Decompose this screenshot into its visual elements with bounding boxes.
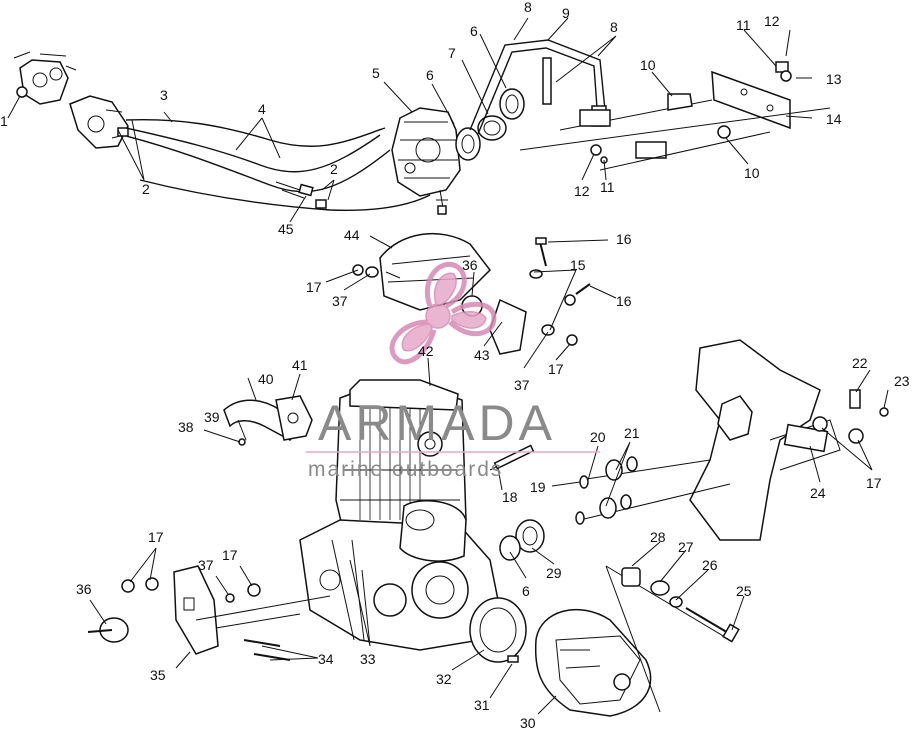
callout-3: 3	[160, 87, 168, 103]
callout-45: 45	[278, 221, 294, 237]
callout-19: 19	[530, 479, 546, 495]
engine-mounts	[489, 444, 731, 525]
callout-8: 8	[524, 0, 532, 15]
callout-15: 15	[570, 257, 586, 273]
callout-16: 16	[616, 231, 632, 247]
callout-10: 10	[744, 165, 760, 181]
callout-17: 17	[306, 279, 322, 295]
callout-39: 39	[204, 409, 220, 425]
callout-27: 27	[678, 539, 694, 555]
watermark: ARMADA marine outboards	[306, 395, 600, 481]
callout-37: 37	[514, 377, 530, 393]
callout-12: 12	[764, 13, 780, 29]
callout-17: 17	[548, 361, 564, 377]
callout-11: 11	[736, 17, 751, 33]
callout-36: 36	[76, 581, 92, 597]
callout-44: 44	[344, 227, 360, 243]
callout-17: 17	[222, 547, 238, 563]
callout-17: 17	[866, 475, 882, 491]
callout-5: 5	[372, 65, 380, 81]
callout-13: 13	[826, 71, 842, 87]
callout-6: 6	[426, 67, 434, 83]
callout-1: 1	[0, 113, 8, 129]
leader-lines	[7, 17, 889, 715]
callout-43: 43	[474, 347, 490, 363]
callout-25: 25	[736, 583, 752, 599]
callout-30: 30	[520, 715, 536, 731]
callout-40: 40	[258, 371, 274, 387]
throttle-cables	[125, 118, 431, 212]
callout-38: 38	[178, 419, 194, 435]
callout-32: 32	[436, 671, 452, 687]
callout-37: 37	[332, 293, 348, 309]
brand-logo	[389, 261, 497, 365]
carburetor	[391, 88, 525, 215]
exhaust-shroud	[379, 232, 527, 355]
callout-41: 41	[292, 357, 308, 373]
callout-36: 36	[462, 257, 478, 273]
drive-clutch	[469, 519, 740, 717]
frame-rail	[689, 339, 889, 541]
watermark-tagline: marine outboards	[308, 458, 503, 481]
callout-37: 37	[198, 557, 214, 573]
callout-42: 42	[418, 343, 434, 359]
callout-7: 7	[448, 45, 456, 61]
mount-bracket-top	[519, 61, 831, 171]
callout-2: 2	[142, 181, 150, 197]
callout-20: 20	[590, 429, 606, 445]
callout-6: 6	[522, 583, 530, 599]
callout-4: 4	[258, 101, 266, 117]
callout-8: 8	[610, 19, 618, 35]
callout-28: 28	[650, 529, 666, 545]
callout-16: 16	[616, 293, 632, 309]
callout-31: 31	[474, 697, 490, 713]
callout-35: 35	[150, 667, 166, 683]
engine-block	[299, 379, 501, 651]
callout-23: 23	[894, 373, 910, 389]
callout-21: 21	[624, 425, 640, 441]
intake-manifold	[223, 395, 313, 441]
callout-6: 6	[470, 23, 478, 39]
callout-14: 14	[826, 111, 842, 127]
callout-26: 26	[702, 557, 718, 573]
callout-17: 17	[148, 529, 164, 545]
callout-2: 2	[330, 161, 338, 177]
throttle-housing	[13, 51, 129, 149]
watermark-brand: ARMADA	[318, 395, 556, 451]
callout-10: 10	[640, 57, 656, 73]
callout-34: 34	[318, 651, 334, 667]
callout-18: 18	[502, 489, 518, 505]
callout-29: 29	[546, 565, 562, 581]
callout-12: 12	[574, 183, 590, 199]
callout-9: 9	[562, 5, 570, 21]
callout-22: 22	[852, 355, 868, 371]
callout-11: 11	[600, 179, 615, 195]
engine-mount-bracket	[87, 539, 365, 661]
callout-33: 33	[360, 651, 376, 667]
callout-24: 24	[810, 485, 826, 501]
